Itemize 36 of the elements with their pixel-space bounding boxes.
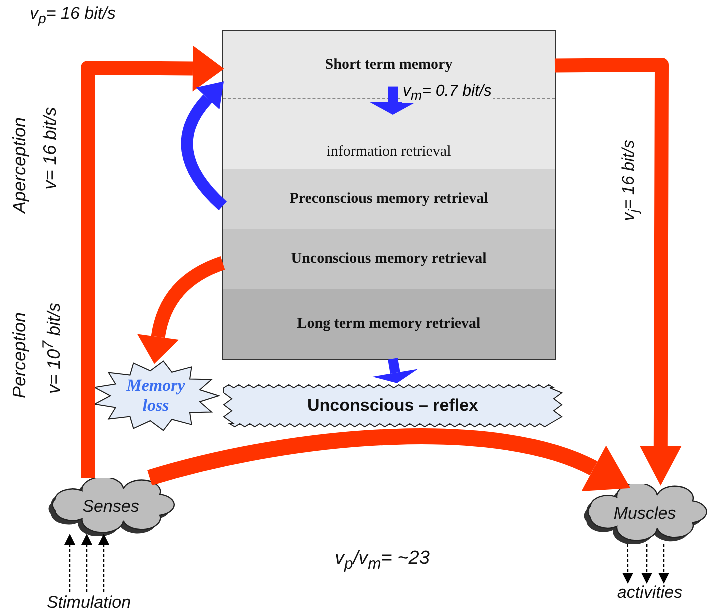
memory-level-label: Preconscious memory retrieval <box>290 190 488 208</box>
arrow <box>622 544 634 584</box>
rate-label: Aperception <box>10 116 31 214</box>
cloud-label: Senses <box>82 496 140 518</box>
cloud-label: Muscles <box>614 504 676 524</box>
arrow <box>642 544 652 584</box>
memory-level-label: Short term memory <box>325 56 453 74</box>
arrow <box>98 534 110 592</box>
arrow <box>370 86 416 115</box>
memory-level-band <box>223 289 555 359</box>
rate-label: v= 16 bit/s <box>39 106 60 190</box>
arrow <box>64 534 76 592</box>
memory-stack-box <box>222 30 556 360</box>
memory-level-band <box>223 229 555 289</box>
input-label: Stimulation <box>46 592 132 614</box>
arrow <box>81 46 224 478</box>
arrow <box>658 544 670 584</box>
starburst-shape <box>92 360 220 432</box>
jagged-banner <box>222 383 564 429</box>
rate-label: v$_{p}$/v$_{m}$= ~23 <box>335 548 430 574</box>
banner-label: Unconscious – reflex <box>307 396 478 416</box>
memory-level-label: Long term memory retrieval <box>297 315 481 333</box>
output-label: activities <box>617 582 683 604</box>
rate-label: Perception <box>10 312 31 398</box>
arrow <box>554 58 682 486</box>
memory-level-label: Unconscious memory retrieval <box>291 250 487 268</box>
arrow <box>138 256 226 364</box>
arrow <box>82 534 92 592</box>
burst-label: Memory loss <box>126 376 186 416</box>
edge-label: v$_{m}$= 0.7 bit/s <box>402 84 493 103</box>
memory-level-label: information retrieval <box>326 143 452 161</box>
memory-level-band <box>223 169 555 229</box>
rate-label: v$_{p}$= 16 bit/s <box>30 4 116 28</box>
arrow <box>181 80 228 211</box>
arrow <box>372 358 418 384</box>
arrow <box>148 428 632 492</box>
